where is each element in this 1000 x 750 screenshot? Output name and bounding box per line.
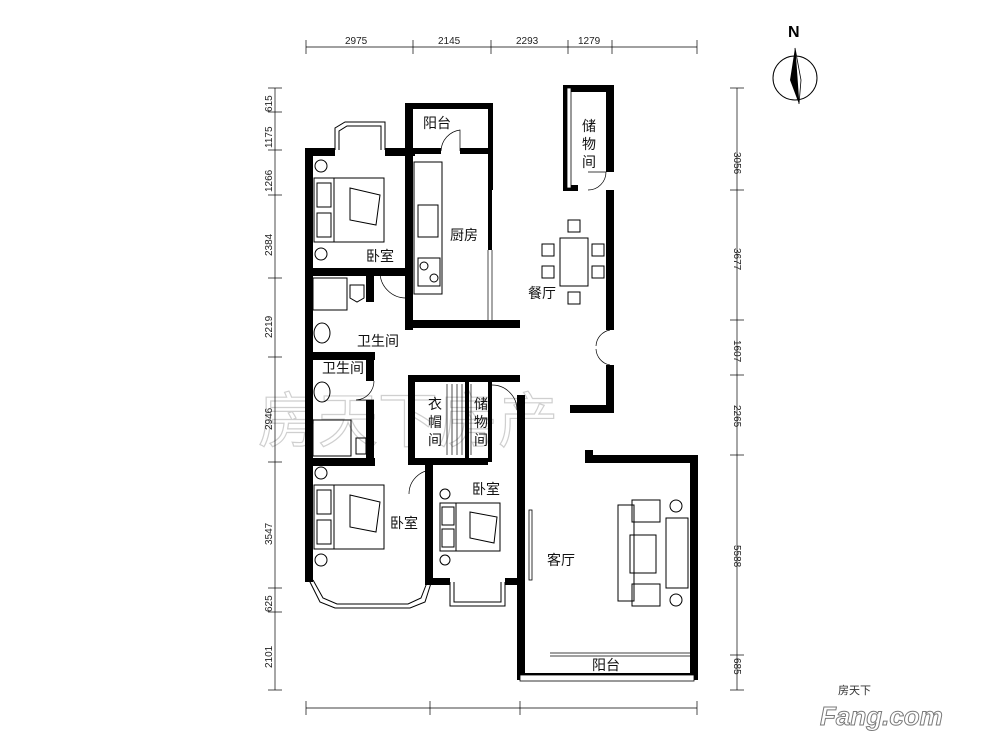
logo-cn-text: 房天下 bbox=[838, 684, 871, 697]
room-living: 客厅 bbox=[547, 552, 575, 569]
room-bedroom-top: 卧室 bbox=[366, 248, 394, 265]
bed-lower-left bbox=[313, 466, 385, 567]
room-cloakroom-3: 间 bbox=[428, 433, 442, 449]
room-bath-1: 卫生间 bbox=[357, 334, 399, 350]
left-dim-1: 615 bbox=[264, 95, 275, 112]
right-dim-6: 685 bbox=[731, 658, 742, 675]
top-dim-2: 2145 bbox=[438, 36, 461, 47]
room-balcony-bottom: 阳台 bbox=[592, 658, 620, 674]
right-dim-5: 5588 bbox=[731, 545, 742, 568]
left-dim-8: 625 bbox=[264, 595, 275, 612]
dining-table bbox=[541, 219, 605, 305]
room-storage-mid-1: 储 bbox=[474, 397, 488, 413]
top-dim-3: 2293 bbox=[516, 36, 539, 47]
kitchen-counter bbox=[413, 161, 443, 295]
left-dim-4: 2384 bbox=[264, 233, 275, 256]
room-cloakroom-2: 帽 bbox=[428, 415, 442, 431]
windows bbox=[308, 87, 695, 682]
room-balcony-top: 阳台 bbox=[423, 116, 451, 132]
right-dimension-line: 3056 3677 1607 2265 5588 685 bbox=[730, 87, 744, 691]
left-dim-9: 2101 bbox=[264, 645, 275, 668]
right-dim-2: 3677 bbox=[731, 248, 742, 271]
room-storage-mid-3: 间 bbox=[474, 433, 488, 449]
room-dining: 餐厅 bbox=[528, 286, 556, 302]
room-bath-2: 卫生间 bbox=[322, 361, 364, 377]
right-dim-1: 3056 bbox=[731, 152, 742, 175]
room-storage-top-2: 物 bbox=[582, 137, 596, 153]
top-dim-4: 1279 bbox=[578, 36, 601, 47]
left-dimension-line: 615 1175 1266 2384 2219 2946 3547 625 21… bbox=[264, 87, 282, 691]
left-dim-7: 3547 bbox=[264, 522, 275, 545]
doors bbox=[355, 129, 611, 495]
room-bedroom-lower-left: 卧室 bbox=[390, 515, 418, 532]
room-storage-mid-2: 物 bbox=[474, 415, 488, 431]
top-dimension-line: 2975 2145 2293 1279 bbox=[305, 36, 698, 54]
north-label: N bbox=[788, 24, 800, 41]
fang-logo: 房天下 Fang.com bbox=[820, 684, 944, 732]
room-storage-top-3: 间 bbox=[582, 155, 596, 171]
logo-en-text: Fang.com bbox=[820, 701, 943, 731]
room-bedroom-lower-mid: 卧室 bbox=[472, 481, 500, 498]
room-storage-top-1: 储 bbox=[582, 119, 596, 135]
right-dim-3: 1607 bbox=[731, 340, 742, 363]
left-dim-5: 2219 bbox=[264, 315, 275, 338]
room-cloakroom-1: 衣 bbox=[428, 397, 442, 413]
top-dim-1: 2975 bbox=[345, 36, 368, 47]
left-dim-6: 2946 bbox=[264, 407, 275, 430]
compass: N bbox=[772, 24, 818, 105]
right-dim-4: 2265 bbox=[731, 405, 742, 428]
sofa-set bbox=[617, 499, 689, 607]
room-kitchen: 厨房 bbox=[450, 228, 478, 244]
cloakroom-rails bbox=[446, 384, 472, 455]
bath-fixtures bbox=[312, 277, 367, 457]
bed-top bbox=[313, 159, 385, 261]
left-dim-2: 1175 bbox=[264, 126, 275, 148]
bed-lower-mid bbox=[439, 488, 501, 566]
bottom-dimension-line bbox=[305, 701, 698, 715]
left-dim-3: 1266 bbox=[264, 169, 275, 192]
